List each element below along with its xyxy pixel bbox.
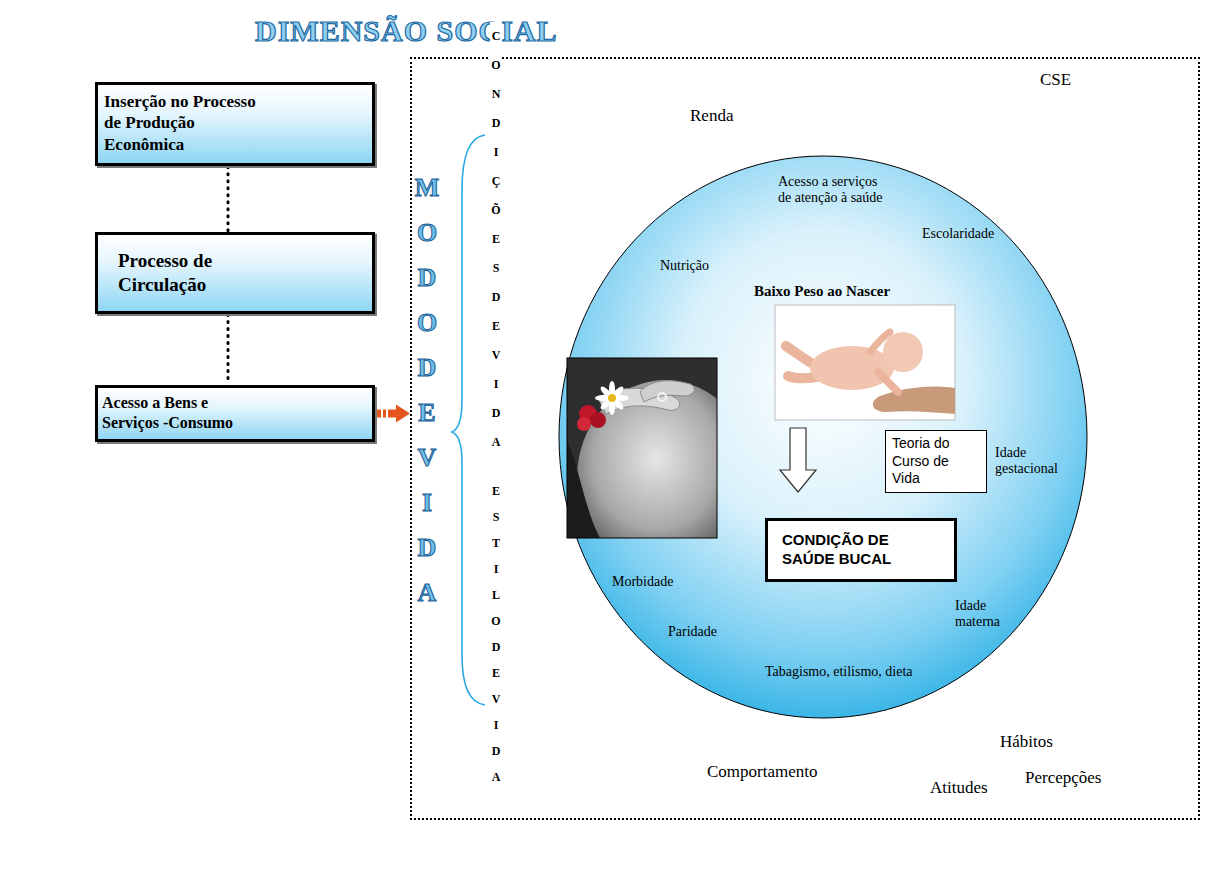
factor-label: Renda (690, 106, 733, 126)
vertical-label: ESTILO DE VIDA (490, 478, 502, 790)
factor-label: CSE (1040, 70, 1071, 90)
factor-label: Comportamento (707, 762, 817, 782)
process-box: Processo de Circulação (95, 232, 375, 314)
factor-label: Nutrição (660, 258, 709, 274)
arrow-stripe (381, 409, 383, 419)
factor-label: Morbidade (612, 574, 673, 590)
factor-label: Paridade (668, 624, 717, 640)
factor-label: Idade gestacional (995, 445, 1075, 477)
dotted-connector (227, 315, 230, 385)
vertical-label: CONDIÇÕES DE VIDA (490, 22, 502, 457)
box-text: CONDIÇÃO DE SAÚDE BUCAL (782, 531, 940, 569)
callout-box: Teoria do Curso de Vida (885, 430, 987, 493)
box-text: Acesso a Bens e Serviços -Consumo (102, 393, 242, 433)
outcome-box: CONDIÇÃO DE SAÚDE BUCAL (765, 518, 957, 582)
factor-label: Atitudes (930, 778, 988, 798)
dotted-region: Teoria do Curso de VidaCONDIÇÃO DE SAÚDE… (410, 57, 1200, 820)
inner-ellipse: Teoria do Curso de VidaCONDIÇÃO DE SAÚDE… (664, 261, 980, 601)
factor-label: Hábitos (1000, 732, 1053, 752)
factor-label: Escolaridade (922, 226, 994, 242)
node-heading: Baixo Peso ao Nascer (664, 283, 980, 300)
ellipse-shape (665, 262, 979, 600)
block-arrow (377, 410, 402, 418)
box-text: Processo de Circulação (118, 249, 258, 297)
arrow-stripe (386, 409, 388, 419)
ellipse-outline (558, 155, 1088, 719)
box-text: Teoria do Curso de Vida (892, 435, 980, 488)
dotted-connector (227, 167, 230, 231)
vertical-heading: MODO DE VIDA (414, 165, 440, 615)
factor-label: Tabagismo, etilismo, dieta (765, 664, 913, 680)
factor-label: Idade materna (955, 598, 1015, 630)
factor-label: Percepções (1025, 768, 1101, 788)
process-box: Inserção no Processo de Produção Econômi… (95, 82, 375, 166)
factor-label: Acesso a serviços de atenção à saúde (778, 174, 890, 206)
curly-bracket (452, 135, 485, 705)
baby-photo (775, 305, 955, 420)
diagram-title: DIMENSÃO SOCIAL (255, 14, 558, 48)
outer-ellipse: Teoria do Curso de VidaCONDIÇÃO DE SAÚDE… (558, 155, 1088, 719)
ellipse-shape (559, 156, 1087, 718)
process-box: Acesso a Bens e Serviços -Consumo (95, 385, 375, 442)
pregnancy-photo (567, 358, 753, 576)
down-arrow (780, 428, 816, 492)
box-text: Inserção no Processo de Produção Econômi… (104, 91, 266, 155)
